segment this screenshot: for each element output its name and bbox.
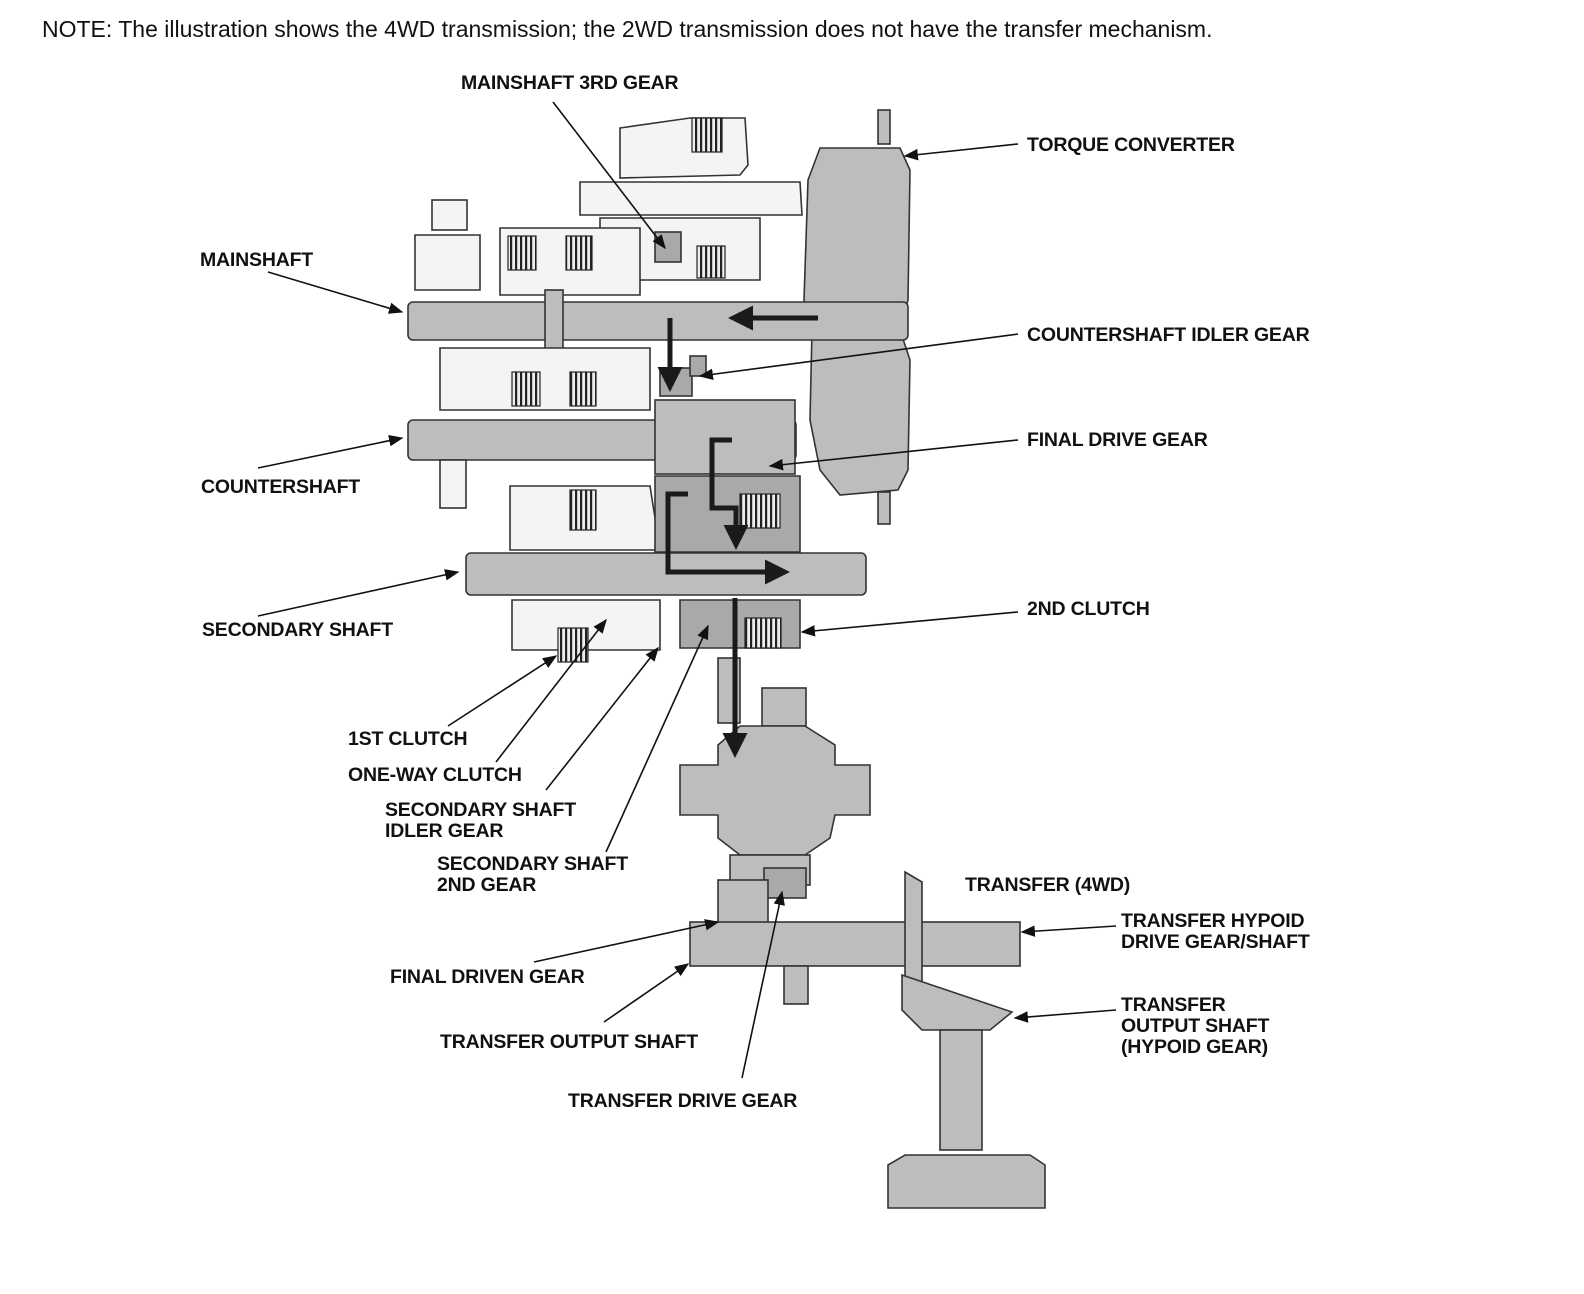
label-transfer-output-shaft-hypoid-line2: OUTPUT SHAFT xyxy=(1121,1015,1269,1037)
label-transfer-hypoid-line1: TRANSFER HYPOID xyxy=(1121,910,1304,932)
label-transfer-drive-gear: TRANSFER DRIVE GEAR xyxy=(568,1090,797,1112)
label-secondary-shaft-idler-gear-line1: SECONDARY SHAFT xyxy=(385,799,576,821)
label-2nd-clutch: 2ND CLUTCH xyxy=(1027,598,1150,620)
label-torque-converter: TORQUE CONVERTER xyxy=(1027,134,1235,156)
mainshaft-clutch-housing-illustration xyxy=(414,117,803,296)
countershaft-illustration xyxy=(407,399,797,509)
label-one-way-clutch: ONE-WAY CLUTCH xyxy=(348,764,522,786)
label-final-driven-gear: FINAL DRIVEN GEAR xyxy=(390,966,585,988)
label-transfer-4wd: TRANSFER (4WD) xyxy=(965,874,1130,896)
label-countershaft: COUNTERSHAFT xyxy=(201,476,360,498)
label-transfer-output-shaft: TRANSFER OUTPUT SHAFT xyxy=(440,1031,698,1053)
label-1st-clutch: 1ST CLUTCH xyxy=(348,728,467,750)
label-secondary-shaft-2nd-gear-line2: 2ND GEAR xyxy=(437,874,536,896)
differential-illustration xyxy=(679,657,871,926)
label-secondary-shaft-idler-gear-line2: IDLER GEAR xyxy=(385,820,503,842)
leader-lines xyxy=(257,101,1117,1079)
label-secondary-shaft-2nd-gear-line1: SECONDARY SHAFT xyxy=(437,853,628,875)
secondary-shaft-clutch-housing-illustration xyxy=(509,475,801,663)
label-countershaft-idler-gear: COUNTERSHAFT IDLER GEAR xyxy=(1027,324,1310,346)
power-flow-arrows xyxy=(657,305,818,758)
label-mainshaft-3rd-gear: MAINSHAFT 3RD GEAR xyxy=(461,72,679,94)
label-secondary-shaft: SECONDARY SHAFT xyxy=(202,619,393,641)
transfer-illustration xyxy=(689,870,1046,1209)
note-text: NOTE: The illustration shows the 4WD tra… xyxy=(42,16,1213,42)
label-transfer-output-shaft-hypoid-line1: TRANSFER xyxy=(1121,994,1226,1016)
label-mainshaft: MAINSHAFT xyxy=(200,249,313,271)
label-final-drive-gear: FINAL DRIVE GEAR xyxy=(1027,429,1208,451)
label-transfer-hypoid-line2: DRIVE GEAR/SHAFT xyxy=(1121,931,1310,953)
label-transfer-output-shaft-hypoid-line3: (HYPOID GEAR) xyxy=(1121,1036,1268,1058)
